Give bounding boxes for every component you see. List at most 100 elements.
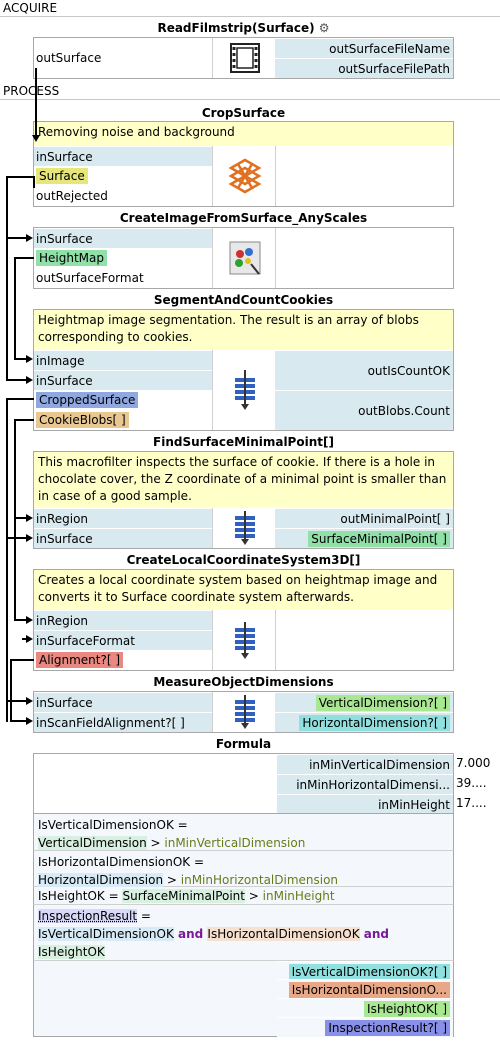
heightmap-output-row[interactable]: HeightMap — [34, 248, 212, 268]
formula-keyword: and — [173, 927, 208, 941]
connection-arrow — [26, 717, 33, 725]
formula-title[interactable]: Formula — [215, 737, 272, 751]
out-surface-file-name-port[interactable]: outSurfaceFileName — [275, 38, 453, 58]
cookie-blobs-chip[interactable]: CookieBlobs[ ] — [36, 412, 129, 428]
cropped-surface-output-row[interactable]: CroppedSurface — [34, 390, 212, 410]
alignment-output-row[interactable]: Alignment?[ ] — [34, 650, 212, 670]
read-filmstrip-title[interactable]: ReadFilmstrip(Surface) ⚙ — [33, 21, 454, 35]
out-is-count-ok-port[interactable]: outIsCountOK — [275, 350, 453, 390]
film-icon — [230, 43, 260, 73]
formula-expression[interactable]: IsVerticalDimensionOK = VerticalDimensio… — [33, 813, 454, 851]
formula-token: > — [244, 889, 263, 903]
formula-keyword: and — [359, 927, 389, 941]
segment-box[interactable]: Heightmap image segmentation. The result… — [33, 309, 454, 431]
formula-token: IsVerticalDimensionOK — [38, 818, 174, 832]
formula-outputs-box[interactable]: IsVerticalDimensionOK?[ ] IsHorizontalDi… — [33, 961, 454, 1037]
is-height-ok-chip[interactable]: IsHeightOK[ ] — [364, 1001, 450, 1017]
formula-token: > — [146, 836, 165, 850]
out-minimal-point-port[interactable]: outMinimalPoint[ ] — [275, 508, 453, 528]
connection-arrow — [26, 534, 33, 542]
measure-title[interactable]: MeasureObjectDimensions — [153, 675, 334, 689]
out-blobs-count-port[interactable]: outBlobs.Count — [275, 390, 453, 430]
surface-minimal-point-chip[interactable]: SurfaceMinimalPoint[ ] — [308, 531, 450, 547]
formula-inputs-box[interactable]: inMinVerticalDimension inMinHorizontalDi… — [33, 753, 454, 814]
connection-arrow — [32, 135, 40, 142]
surface-chip[interactable]: Surface — [36, 168, 88, 184]
measure-box[interactable]: inSurface inScanFieldAlignment?[ ] Verti… — [33, 691, 454, 733]
connection-wire — [6, 700, 28, 702]
formula-output-row[interactable]: IsVerticalDimensionOK?[ ] — [277, 961, 453, 981]
connection-arrow — [26, 514, 33, 522]
horizontal-dimension-output-row[interactable]: HorizontalDimension?[ ] — [275, 712, 453, 732]
formula-token: SurfaceMinimalPoint — [122, 889, 245, 903]
gear-icon[interactable]: ⚙ — [318, 21, 330, 35]
crop-surface-icon-cell — [212, 146, 276, 206]
connection-wire — [14, 257, 34, 259]
find-min-box[interactable]: This macrofilter inspects the surface of… — [33, 451, 454, 549]
local-cs-title[interactable]: CreateLocalCoordinateSystem3D[] — [126, 553, 361, 567]
formula-input-value[interactable]: 17.... — [456, 796, 487, 810]
in-surface-port[interactable]: inSurface — [34, 228, 212, 248]
vertical-dimension-output-row[interactable]: VerticalDimension?[ ] — [275, 692, 453, 712]
cookie-blobs-output-row[interactable]: CookieBlobs[ ] — [34, 410, 212, 430]
formula-token: IsHeightOK — [38, 889, 105, 903]
crop-surface-box[interactable]: Removing noise and background inSurface … — [33, 121, 454, 207]
formula-input-port[interactable]: inMinVerticalDimension — [277, 754, 453, 774]
formula-output-row[interactable]: InspectionResult?[ ] — [277, 1017, 453, 1037]
create-image-box[interactable]: inSurface HeightMap outSurfaceFormat — [33, 227, 454, 289]
cropped-surface-chip[interactable]: CroppedSurface — [36, 392, 139, 408]
formula-input-port[interactable]: inMinHorizontalDimensi... — [277, 774, 453, 794]
read-filmstrip-title-text: ReadFilmstrip(Surface) — [157, 21, 315, 35]
in-surface-port[interactable]: inSurface — [34, 370, 212, 390]
create-image-title[interactable]: CreateImageFromSurface_AnyScales — [119, 211, 368, 225]
in-surface-port[interactable]: inSurface — [34, 146, 212, 166]
surface-minimal-point-output-row[interactable]: SurfaceMinimalPoint[ ] — [275, 528, 453, 548]
segment-title[interactable]: SegmentAndCountCookies — [153, 293, 334, 307]
heightmap-chip[interactable]: HeightMap — [36, 250, 107, 266]
out-rejected-port[interactable]: outRejected — [36, 189, 108, 203]
out-surface-file-path-port[interactable]: outSurfaceFilePath — [275, 58, 453, 78]
in-scan-field-alignment-port[interactable]: inScanFieldAlignment?[ ] — [34, 712, 212, 732]
local-cs-box[interactable]: Creates a local coordinate system based … — [33, 569, 454, 671]
local-cs-icon-cell — [212, 610, 276, 670]
segment-description: Heightmap image segmentation. The result… — [34, 310, 453, 350]
crop-surface-icon — [228, 158, 262, 194]
horizontal-dimension-chip[interactable]: HorizontalDimension?[ ] — [299, 715, 450, 731]
alignment-chip[interactable]: Alignment?[ ] — [36, 652, 124, 668]
image-palette-icon — [229, 241, 261, 275]
formula-expression[interactable]: InspectionResult = IsVerticalDimensionOK… — [33, 905, 454, 961]
is-vertical-dimension-ok-chip[interactable]: IsVerticalDimensionOK?[ ] — [288, 964, 450, 980]
in-surface-format-port[interactable]: inSurfaceFormat — [34, 630, 212, 650]
connection-wire — [14, 419, 16, 620]
formula-output-row[interactable]: IsHorizontalDimensionO... — [277, 979, 453, 999]
out-surface-port[interactable]: outSurface — [36, 51, 102, 65]
find-min-title[interactable]: FindSurfaceMinimalPoint[] — [153, 435, 334, 449]
formula-token: = — [104, 889, 123, 903]
surface-output-row[interactable]: Surface — [34, 166, 212, 186]
formula-output-row[interactable]: IsHeightOK[ ] — [277, 998, 453, 1018]
in-region-port[interactable]: inRegion — [34, 610, 212, 630]
connection-arrow — [26, 635, 33, 643]
inspection-result-chip[interactable]: InspectionResult?[ ] — [325, 1020, 450, 1036]
process-section-label: PROCESS — [3, 84, 60, 98]
is-horizontal-dimension-ok-chip[interactable]: IsHorizontalDimensionO... — [288, 982, 450, 998]
in-surface-port[interactable]: inSurface — [34, 528, 212, 548]
formula-token: inMinVerticalDimension — [164, 836, 306, 850]
out-surface-format-port[interactable]: outSurfaceFormat — [36, 271, 144, 285]
formula-input-value[interactable]: 39.... — [456, 776, 487, 790]
formula-input-port[interactable]: inMinHeight — [277, 794, 453, 814]
formula-expression[interactable]: IsHeightOK = SurfaceMinimalPoint > inMin… — [33, 887, 454, 905]
read-filmstrip-box[interactable]: outSurface outSurfaceFileName outSurface… — [33, 37, 454, 79]
formula-expression[interactable]: IsHorizontalDimensionOK = HorizontalDime… — [33, 851, 454, 887]
find-min-description: This macrofilter inspects the surface of… — [34, 452, 453, 508]
crop-surface-title[interactable]: CropSurface — [201, 106, 286, 120]
in-region-port[interactable]: inRegion — [34, 508, 212, 528]
formula-token: IsVerticalDimensionOK — [38, 927, 174, 941]
in-surface-port[interactable]: inSurface — [34, 692, 212, 712]
connection-wire — [22, 638, 28, 640]
connection-wire — [14, 257, 16, 359]
formula-input-value[interactable]: 7.000 — [456, 756, 491, 770]
vertical-dimension-chip[interactable]: VerticalDimension?[ ] — [315, 695, 450, 711]
connection-wire — [33, 176, 35, 188]
in-image-port[interactable]: inImage — [34, 350, 212, 370]
